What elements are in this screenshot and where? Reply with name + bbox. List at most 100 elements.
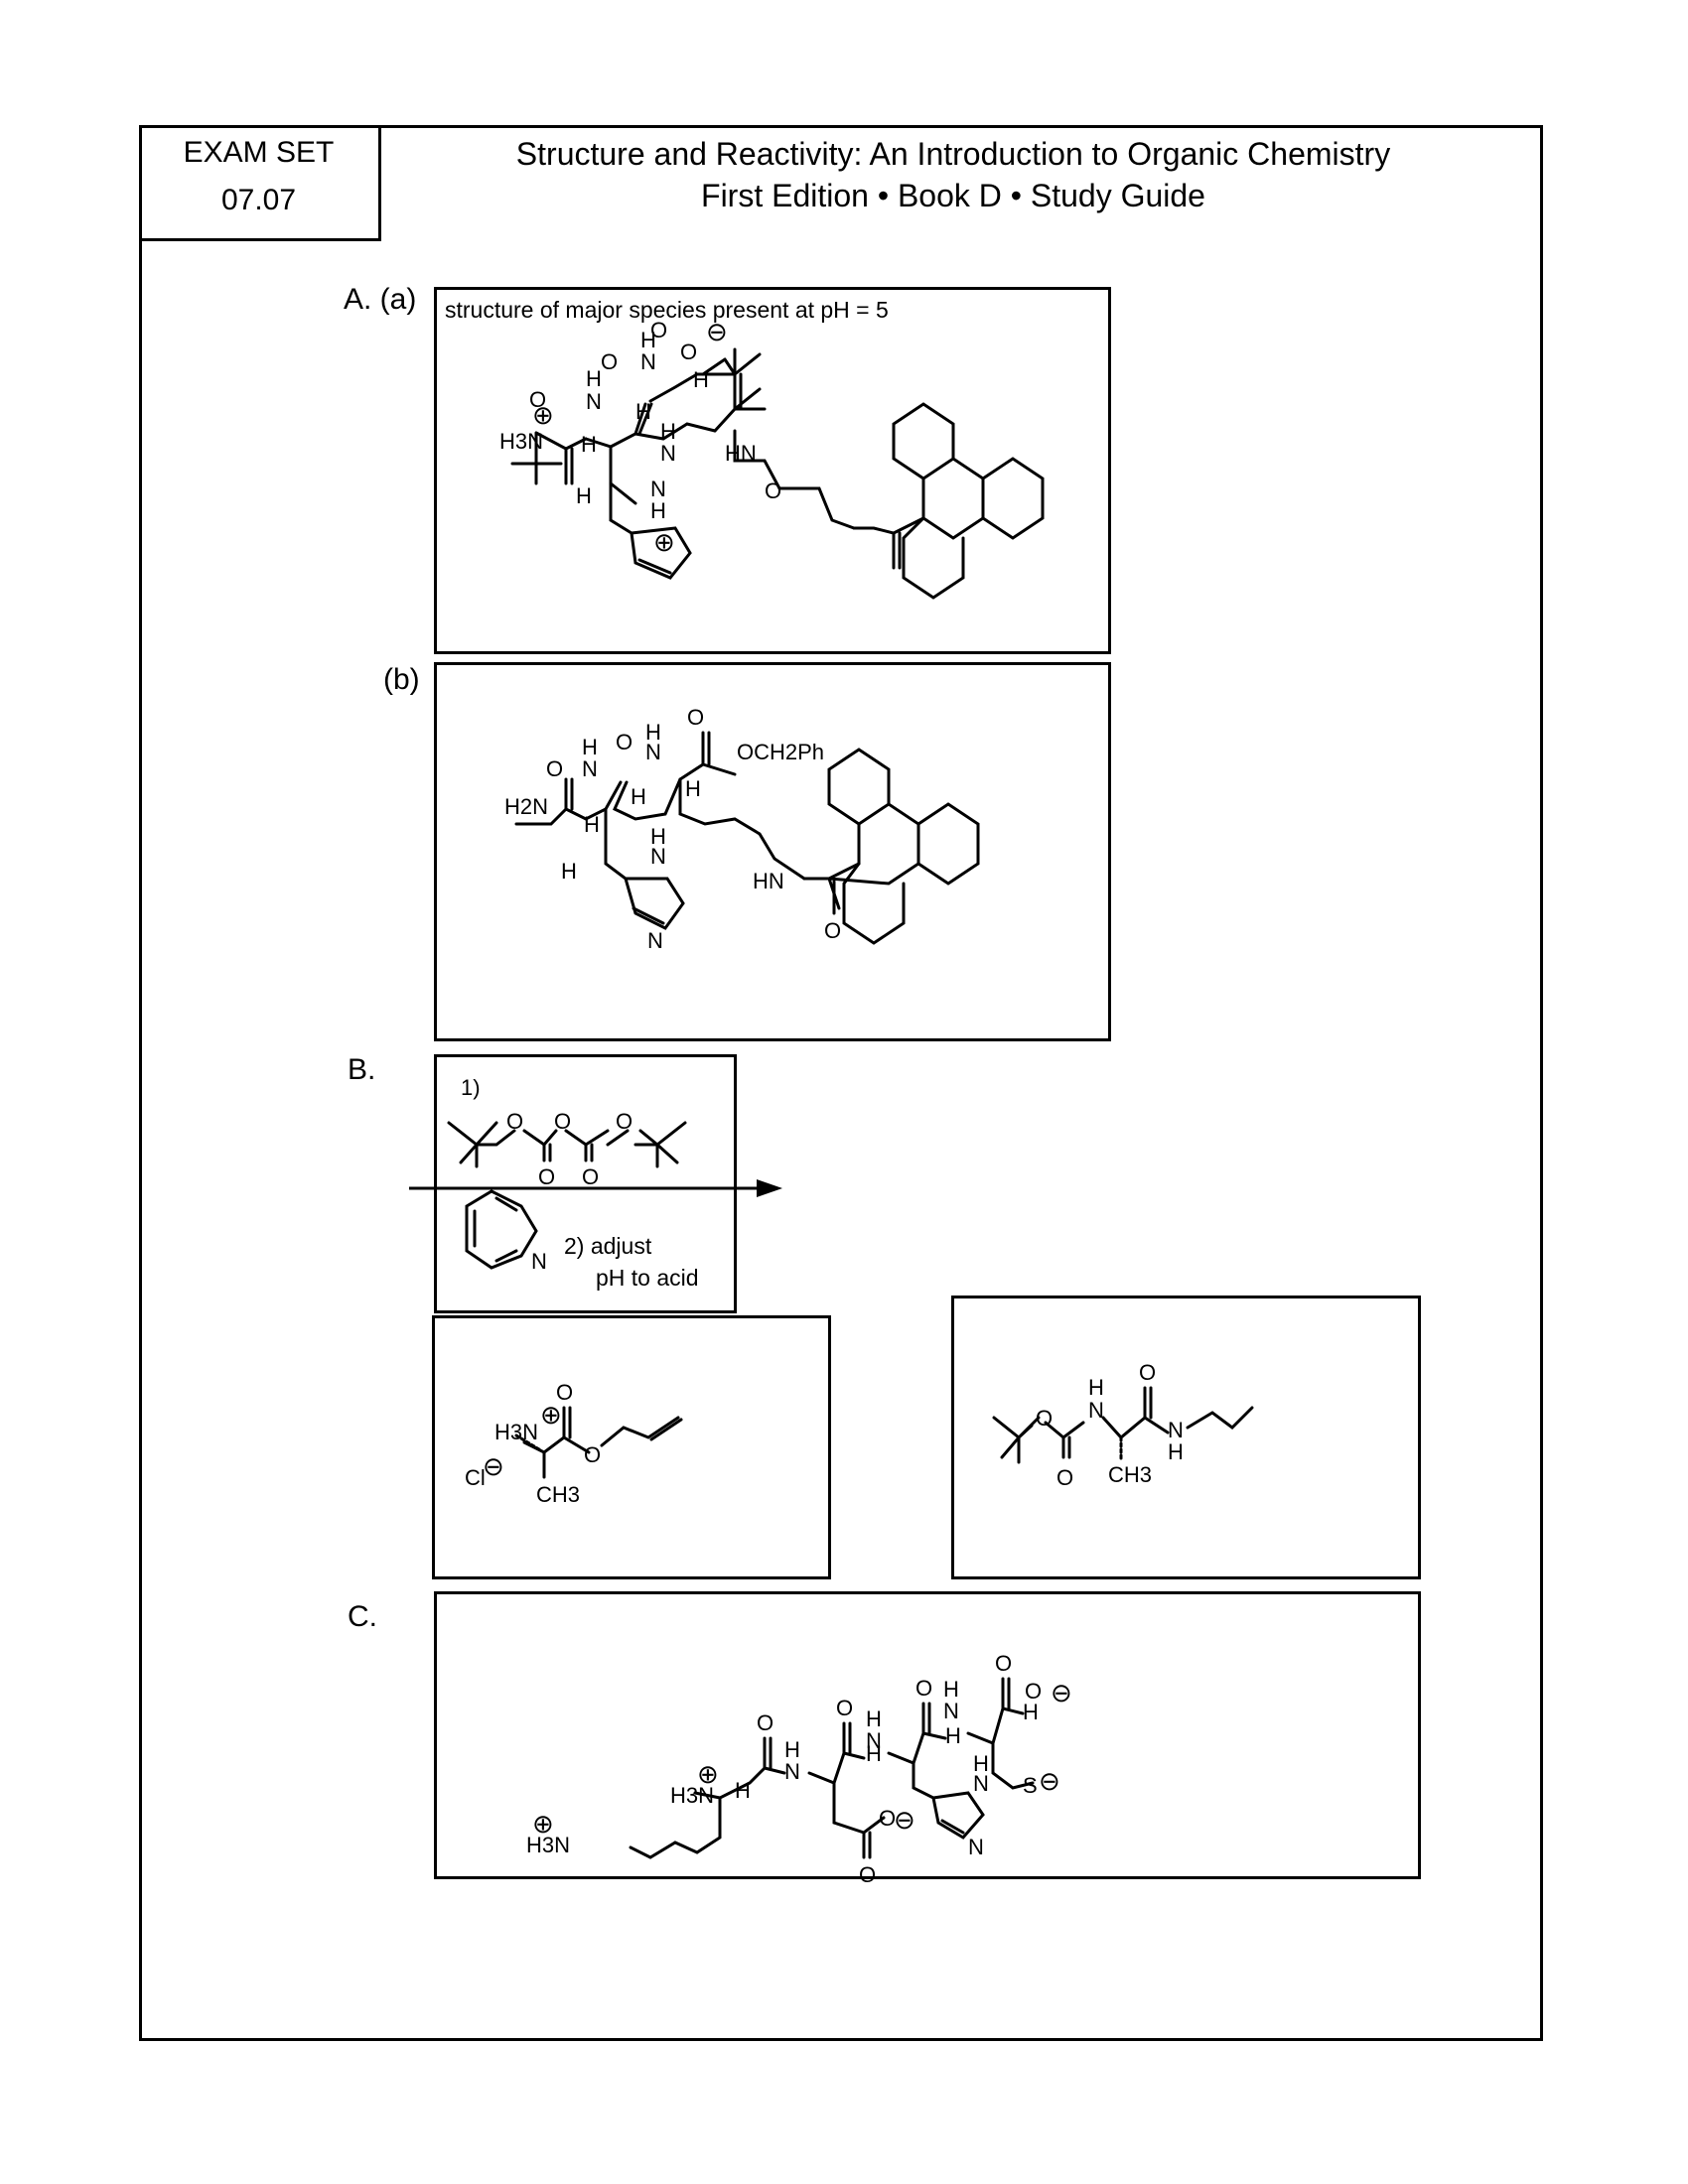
- plus-charge-icon: ⊕: [540, 1400, 562, 1430]
- book-subtitle: First Edition • Book D • Study Guide: [701, 178, 1205, 213]
- atom-h: H: [645, 720, 661, 745]
- atom-o: O: [836, 1696, 853, 1720]
- atom-o: O: [680, 340, 697, 364]
- atom-o: O: [529, 387, 546, 412]
- atom-o: O: [879, 1806, 896, 1831]
- minus-charge-icon: ⊖: [483, 1451, 504, 1481]
- label-part-a: A. (a): [344, 283, 417, 316]
- structure-c: H3N H3N H O N H H O O O N H H O N H N H …: [526, 1651, 1072, 1882]
- starting-material-box: H3N O O CH3 Cl ⊕ ⊖: [432, 1315, 831, 1579]
- charges-c: ⊕ ⊕ ⊖ ⊖ ⊖: [532, 1678, 1072, 1839]
- book-title: Structure and Reactivity: An Introductio…: [515, 136, 1391, 172]
- minus-charge-icon: ⊖: [1039, 1766, 1060, 1796]
- atom-h: H: [650, 498, 666, 523]
- atom-n: N: [582, 756, 598, 781]
- atom-h: H: [784, 1737, 800, 1762]
- atom-labels-a-b: H2N O H H N H O N H H O OCH2Ph H N H N H…: [504, 705, 841, 953]
- atom-n: N: [1088, 1398, 1104, 1423]
- starting-material-atoms: H3N O O CH3 Cl: [465, 1380, 601, 1507]
- atom-o: O: [556, 1380, 573, 1405]
- atom-n: N: [968, 1835, 984, 1859]
- plus-charge-icon: ⊕: [532, 400, 554, 430]
- product-box: O O N H O CH3 N H: [951, 1296, 1421, 1579]
- atom-h: H: [581, 432, 597, 457]
- answer-box-a-b: H2N O H H N H O N H H O OCH2Ph H N H N H…: [434, 662, 1111, 1041]
- atom-h: H: [640, 328, 656, 352]
- atom-n: N: [866, 1728, 882, 1753]
- atom-o: O: [1036, 1406, 1053, 1431]
- atom-o: O: [687, 705, 704, 730]
- exam-set-box: EXAM SET 07.07: [139, 125, 381, 241]
- atom-h3n: H3N: [494, 1420, 538, 1444]
- atom-o: O: [546, 756, 563, 781]
- atom-n: N: [973, 1771, 989, 1796]
- atom-o: O: [538, 1164, 555, 1189]
- atom-n: N: [1168, 1418, 1184, 1442]
- atom-n: N: [640, 349, 656, 374]
- exam-set-label: EXAM SET: [183, 136, 335, 169]
- caption-a-a: structure of major species present at pH…: [445, 297, 889, 323]
- structure-a-b: H2N O H H N H O N H H O OCH2Ph H N H N H…: [504, 705, 980, 953]
- atom-n: N: [943, 1699, 959, 1723]
- exam-set-number: 07.07: [220, 184, 297, 216]
- atom-n: N: [645, 740, 661, 764]
- atom-h: H: [561, 859, 577, 884]
- atom-h: H: [582, 735, 598, 759]
- atom-h: H: [650, 824, 666, 849]
- atom-ch3: CH3: [536, 1482, 580, 1507]
- atom-h: H: [1088, 1375, 1104, 1400]
- atom-h: H: [660, 419, 676, 444]
- reagent-box: 1) O O O O O N 2) adjust pH to acid: [434, 1054, 737, 1313]
- reagent-step-2-line-2: pH to acid: [596, 1265, 699, 1291]
- page-header: Structure and Reactivity: An Introductio…: [417, 133, 1489, 216]
- atom-h: H: [866, 1706, 882, 1731]
- atom-n: N: [650, 477, 666, 501]
- reagent-step-1: 1): [461, 1075, 481, 1100]
- atom-h: H: [945, 1723, 961, 1748]
- atom-h2n: H2N: [504, 794, 548, 819]
- atom-h: H: [586, 366, 602, 391]
- atom-o: O: [506, 1109, 523, 1134]
- reagent-step-2-line-1: 2) adjust: [564, 1233, 652, 1259]
- reagent-atoms: O O O O O N: [506, 1109, 633, 1274]
- atom-labels-c: H3N H3N H O N H H O O O N H H O N H N H …: [526, 1651, 1042, 1882]
- label-part-b: B.: [348, 1053, 376, 1086]
- atom-h: H: [735, 1778, 751, 1803]
- atom-h: H: [576, 483, 592, 508]
- atom-o: O: [824, 918, 841, 943]
- atom-o: O: [584, 1442, 601, 1467]
- atom-o: O: [995, 1651, 1012, 1676]
- minus-charge-icon: ⊖: [894, 1805, 915, 1835]
- reaction-arrow: [409, 1179, 782, 1197]
- atom-h: H: [866, 1741, 882, 1766]
- label-part-a-b: (b): [383, 663, 420, 696]
- atom-o: O: [1025, 1679, 1042, 1704]
- atom-o: O: [1056, 1465, 1073, 1490]
- product-atoms: O O N H O CH3 N H: [1036, 1360, 1184, 1490]
- atom-n: N: [531, 1249, 547, 1274]
- atom-h: H: [693, 367, 709, 392]
- atom-o: O: [765, 478, 781, 503]
- page-frame: [139, 125, 1543, 2041]
- atom-o: O: [582, 1164, 599, 1189]
- atom-s: S: [1023, 1773, 1038, 1798]
- structure-a-a: structure of major species present at pH…: [445, 297, 1045, 600]
- charges-starting-material: ⊕ ⊖: [483, 1400, 562, 1481]
- charges-a-a: ⊕ ⊖ ⊕: [532, 317, 728, 557]
- minus-charge-icon: ⊖: [1051, 1678, 1072, 1707]
- answer-box-a-a: structure of major species present at pH…: [434, 287, 1111, 654]
- atom-n: N: [647, 928, 663, 953]
- atom-o: O: [554, 1109, 571, 1134]
- plus-charge-icon: ⊕: [532, 1809, 554, 1839]
- atom-o: O: [1139, 1360, 1156, 1385]
- answer-box-c: H3N H3N H O N H H O O O N H H O N H N H …: [434, 1591, 1421, 1882]
- atom-o: O: [601, 349, 618, 374]
- atom-hn: HN: [753, 869, 784, 893]
- atom-h: H: [631, 784, 646, 809]
- atom-h: H: [685, 776, 701, 801]
- atom-h3n: H3N: [526, 1833, 570, 1857]
- plus-charge-icon: ⊕: [697, 1759, 719, 1789]
- atom-h: H: [973, 1751, 989, 1776]
- plus-charge-icon: ⊕: [653, 527, 675, 557]
- atom-cl: Cl: [465, 1465, 486, 1490]
